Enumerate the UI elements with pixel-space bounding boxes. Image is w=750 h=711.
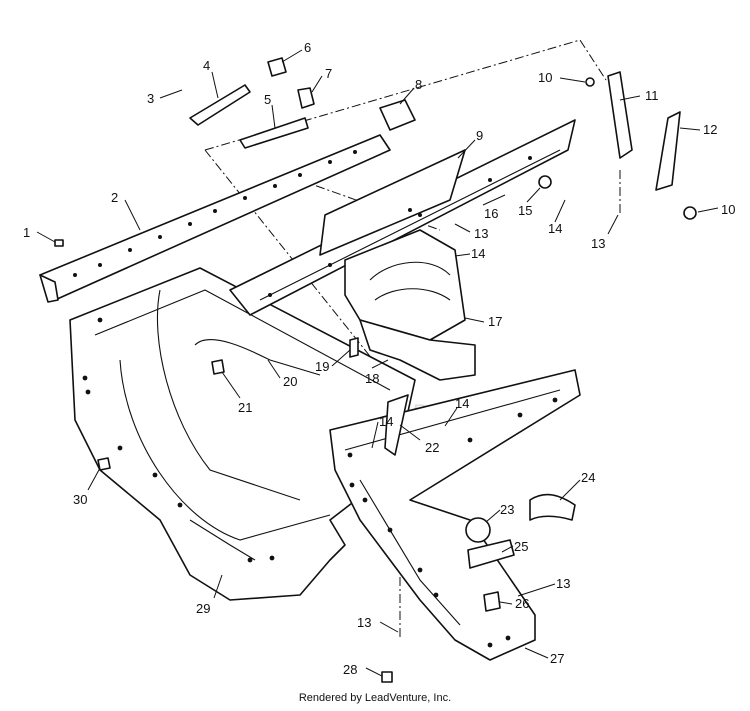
part-1 (54, 239, 64, 247)
part-10a (585, 77, 595, 87)
small-parts (54, 57, 697, 683)
render-credit: Rendered by LeadVenture, Inc. (298, 692, 452, 704)
part-8 (379, 99, 416, 131)
center-bracket-18 (359, 319, 476, 381)
callout-14d: 14 (379, 414, 393, 429)
callout-4: 4 (203, 58, 210, 73)
callout-8: 8 (415, 77, 422, 92)
cable-20 (194, 339, 321, 376)
part-5 (239, 117, 309, 149)
callout-15: 15 (518, 203, 532, 218)
callout-25: 25 (514, 539, 528, 554)
part-25 (467, 539, 515, 569)
part-11 (607, 71, 633, 159)
callout-28: 28 (343, 662, 357, 677)
callout-3: 3 (147, 91, 154, 106)
part-4 (189, 84, 251, 126)
callout-27: 27 (550, 651, 564, 666)
callout-13a: 13 (474, 226, 488, 241)
callout-14b: 14 (548, 221, 562, 236)
plate-9 (319, 149, 466, 256)
callout-11: 11 (645, 88, 659, 103)
part-30 (97, 457, 111, 471)
part-19 (349, 337, 359, 358)
callout-7: 7 (325, 66, 332, 81)
callout-labels: 1 2 3 4 5 6 7 8 9 10 10 11 12 13 13 13 1… (23, 40, 735, 677)
part-10b (683, 206, 697, 220)
part-26 (483, 591, 501, 612)
callout-29: 29 (196, 601, 210, 616)
callout-16: 16 (484, 206, 498, 221)
part-12 (655, 111, 681, 191)
callout-1: 1 (23, 225, 30, 240)
part-22 (384, 394, 409, 456)
callout-13c: 13 (556, 576, 570, 591)
callout-24: 24 (581, 470, 595, 485)
callout-9: 9 (476, 128, 483, 143)
callout-18: 18 (365, 371, 379, 386)
leader-lines (36, 49, 719, 677)
callout-26: 26 (515, 596, 529, 611)
part-24 (529, 493, 576, 521)
part-28 (381, 671, 393, 683)
part-21 (211, 359, 225, 375)
callout-20: 20 (283, 374, 297, 389)
callout-10b: 10 (721, 202, 735, 217)
callout-23: 23 (500, 502, 514, 517)
callout-21: 21 (238, 400, 252, 415)
callout-17: 17 (488, 314, 502, 329)
callout-6: 6 (304, 40, 311, 55)
center-bracket-17 (344, 229, 466, 341)
callout-13d: 13 (357, 615, 371, 630)
rear-body-shell-29 (69, 267, 416, 601)
callout-10a: 10 (538, 70, 552, 85)
part-7 (297, 87, 315, 109)
callout-13b: 13 (591, 236, 605, 251)
callout-19: 19 (315, 359, 329, 374)
part-6 (267, 57, 287, 77)
part-23 (465, 517, 491, 543)
part-15 (538, 175, 552, 189)
callout-22: 22 (425, 440, 439, 455)
callout-30: 30 (73, 492, 87, 507)
callout-14a: 14 (471, 246, 485, 261)
callout-12: 12 (703, 122, 717, 137)
callout-14c: 14 (455, 396, 469, 411)
upper-rail-2 (39, 134, 391, 303)
callout-5: 5 (264, 92, 271, 107)
callout-2: 2 (111, 190, 118, 205)
